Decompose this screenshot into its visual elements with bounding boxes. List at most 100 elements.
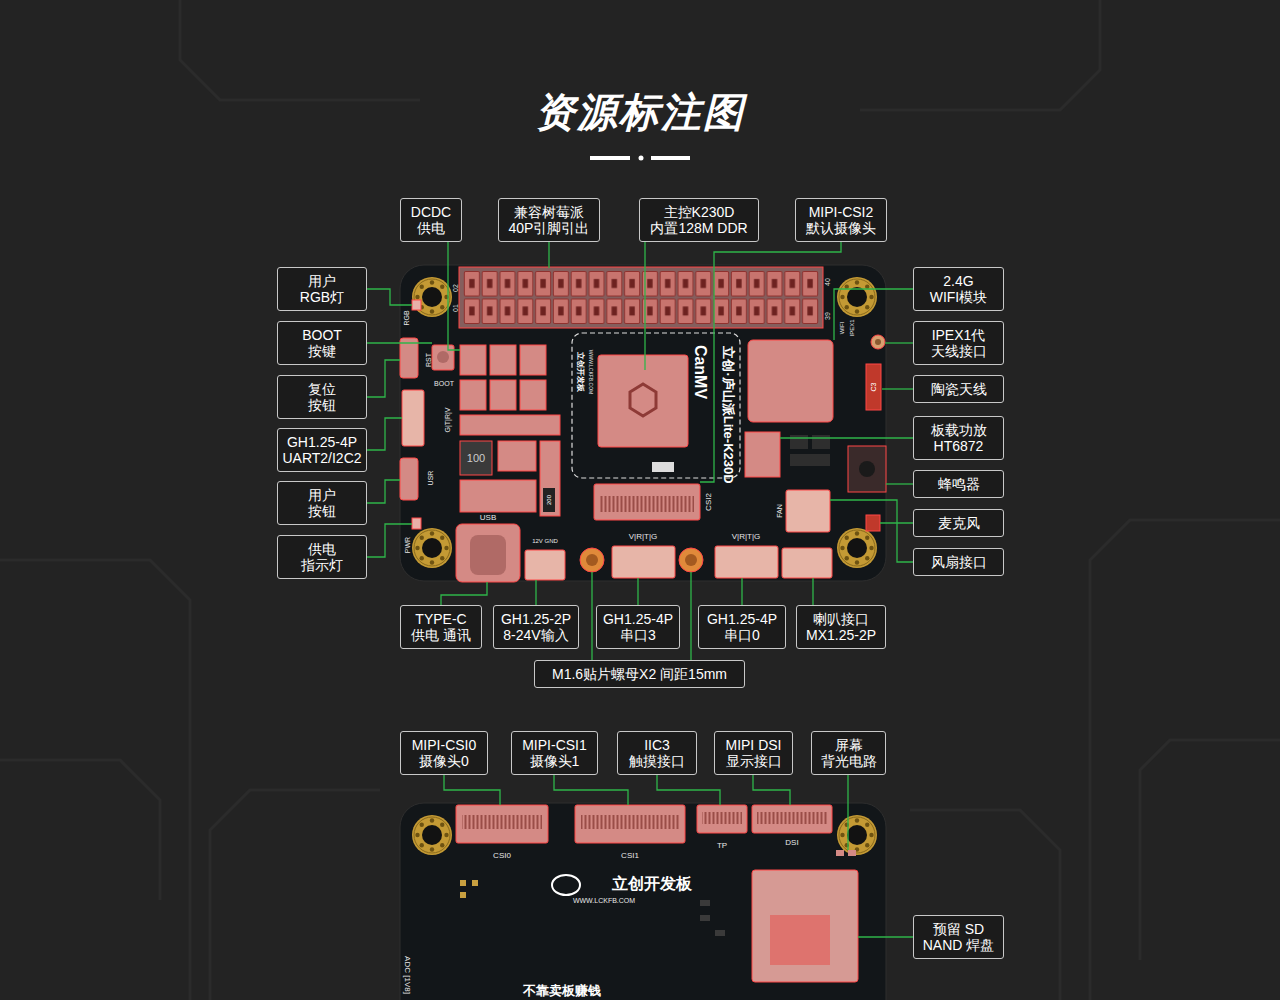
callout-text: 供电 指示灯 — [294, 541, 350, 573]
title-dot — [639, 156, 644, 161]
callout-text: 陶瓷天线 — [918, 381, 999, 397]
top-board — [400, 265, 886, 582]
callout-text: MIPI-CSI0 摄像头0 — [405, 737, 483, 769]
silk-label: WWW.LCKFB.COM — [588, 350, 593, 394]
silk-label: 01 — [452, 304, 459, 312]
callout-box: 屏幕 背光电路 — [811, 731, 886, 775]
silk-label: 02 — [452, 284, 459, 292]
callout-text: 用户 按钮 — [294, 487, 350, 519]
callout-box: MIPI-CSI0 摄像头0 — [400, 731, 488, 775]
callout-box: 用户 RGB灯 — [277, 267, 367, 311]
silk-label: V|R|T|G — [629, 533, 657, 541]
silk-label: IPEX1 — [849, 319, 855, 336]
callout-box: 喇叭接口 MX1.25-2P — [796, 605, 886, 649]
callout-text: 蜂鸣器 — [918, 476, 999, 492]
silk-label: 立创·庐山派Lite-K230D — [722, 346, 735, 483]
callout-text: 板载功放 HT6872 — [928, 422, 990, 454]
silk-label: RST — [425, 353, 432, 367]
callout-box: 2.4G WIFI模块 — [913, 267, 1004, 311]
leader-lines — [367, 242, 913, 937]
callout-box: 麦克风 — [913, 509, 1004, 537]
silk-label: 不靠卖板赚钱 — [523, 984, 601, 997]
silk-label: 200 — [546, 495, 552, 505]
silk-label: CSI2 — [705, 493, 713, 511]
callout-text: GH1.25-4P 串口0 — [704, 611, 780, 643]
silk-label: TP — [717, 842, 727, 850]
silk-label: USR — [427, 471, 434, 486]
callout-text: 兼容树莓派 40P引脚引出 — [504, 204, 594, 236]
callout-box: 供电 指示灯 — [277, 535, 367, 579]
callout-text: DCDC 供电 — [406, 204, 456, 236]
callout-text: 2.4G WIFI模块 — [924, 273, 994, 305]
callout-text: 屏幕 背光电路 — [819, 737, 879, 769]
callout-box: GH1.25-4P 串口0 — [698, 605, 786, 649]
callout-box: 陶瓷天线 — [913, 375, 1004, 403]
silk-label: USB — [480, 514, 496, 522]
silk-label: WWW.LCKFB.COM — [573, 897, 635, 904]
callout-text: 用户 RGB灯 — [294, 273, 350, 305]
silk-label: RGB — [403, 310, 410, 325]
callout-box: 板载功放 HT6872 — [913, 416, 1004, 460]
silk-label: ADC [1V8] — [403, 956, 411, 994]
callout-text: IPEX1代 天线接口 — [928, 327, 990, 359]
callout-box: IPEX1代 天线接口 — [913, 321, 1004, 365]
callout-text: TYPE-C 供电 通讯 — [408, 611, 474, 643]
callout-box: M1.6贴片螺母X2 间距15mm — [534, 660, 745, 688]
callout-text: 预留 SD NAND 焊盘 — [919, 921, 999, 953]
callout-text: 麦克风 — [918, 515, 999, 531]
callout-box: BOOT 按键 — [277, 321, 367, 365]
title-rule — [651, 156, 690, 160]
callout-box: TYPE-C 供电 通讯 — [400, 605, 482, 649]
callout-box: MIPI-CSI2 默认摄像头 — [795, 198, 887, 242]
callout-text: 风扇接口 — [918, 554, 999, 570]
silk-label: 39 — [824, 312, 831, 320]
silk-label: 立创开发板 — [612, 876, 692, 892]
title-rule — [590, 156, 630, 160]
callout-box: MIPI DSI 显示接口 — [714, 731, 793, 775]
silk-label: CSI0 — [493, 852, 511, 860]
callout-box: GH1.25-4P UART2/I2C2 — [277, 428, 367, 472]
callout-text: BOOT 按键 — [294, 327, 350, 359]
callout-box: 主控K230D 内置128M DDR — [639, 198, 759, 242]
callout-box: IIC3 触摸接口 — [617, 731, 697, 775]
callout-text: 复位 按钮 — [294, 381, 350, 413]
callout-box: DCDC 供电 — [400, 198, 462, 242]
silk-label: DSI — [785, 839, 798, 847]
silk-label: 100 — [467, 453, 485, 464]
silk-label: 12V GND — [532, 538, 558, 544]
callout-box: 蜂鸣器 — [913, 470, 1004, 498]
silk-label: V|R|T|G — [732, 533, 760, 541]
silk-label: 立创开发板 — [576, 352, 584, 392]
callout-text: M1.6贴片螺母X2 间距15mm — [539, 666, 740, 682]
callout-box: 风扇接口 — [913, 548, 1004, 576]
callout-box: 用户 按钮 — [277, 481, 367, 525]
silk-label: 40 — [824, 278, 831, 286]
callout-box: 兼容树莓派 40P引脚引出 — [498, 198, 600, 242]
silk-label: FAN — [776, 504, 783, 518]
callout-text: IIC3 触摸接口 — [622, 737, 692, 769]
callout-text: MIPI-CSI2 默认摄像头 — [800, 204, 882, 236]
silk-label: CanMV — [692, 345, 708, 399]
callout-text: MIPI-CSI1 摄像头1 — [516, 737, 593, 769]
callout-text: MIPI DSI 显示接口 — [719, 737, 788, 769]
callout-box: MIPI-CSI1 摄像头1 — [511, 731, 598, 775]
callout-text: GH1.25-2P 8-24V输入 — [498, 611, 574, 643]
callout-box: GH1.25-2P 8-24V输入 — [493, 605, 579, 649]
silk-label: CSI1 — [621, 852, 639, 860]
callout-text: GH1.25-4P UART2/I2C2 — [282, 434, 362, 466]
callout-text: 主控K230D 内置128M DDR — [645, 204, 753, 236]
callout-box: 复位 按钮 — [277, 375, 367, 419]
callout-box: GH1.25-4P 串口3 — [596, 605, 680, 649]
silk-label: PWR — [404, 537, 411, 553]
callout-box: 预留 SD NAND 焊盘 — [913, 915, 1004, 959]
bottom-board — [400, 803, 886, 1000]
callout-text: 喇叭接口 MX1.25-2P — [801, 611, 881, 643]
silk-label: C3 — [870, 383, 877, 392]
callout-text: GH1.25-4P 串口3 — [601, 611, 675, 643]
silk-label: WIFI — [839, 322, 845, 335]
silk-label: G|T|R|V — [444, 408, 451, 433]
page-title: 资源标注图 — [0, 88, 1280, 136]
silk-label: BOOT — [434, 380, 454, 387]
